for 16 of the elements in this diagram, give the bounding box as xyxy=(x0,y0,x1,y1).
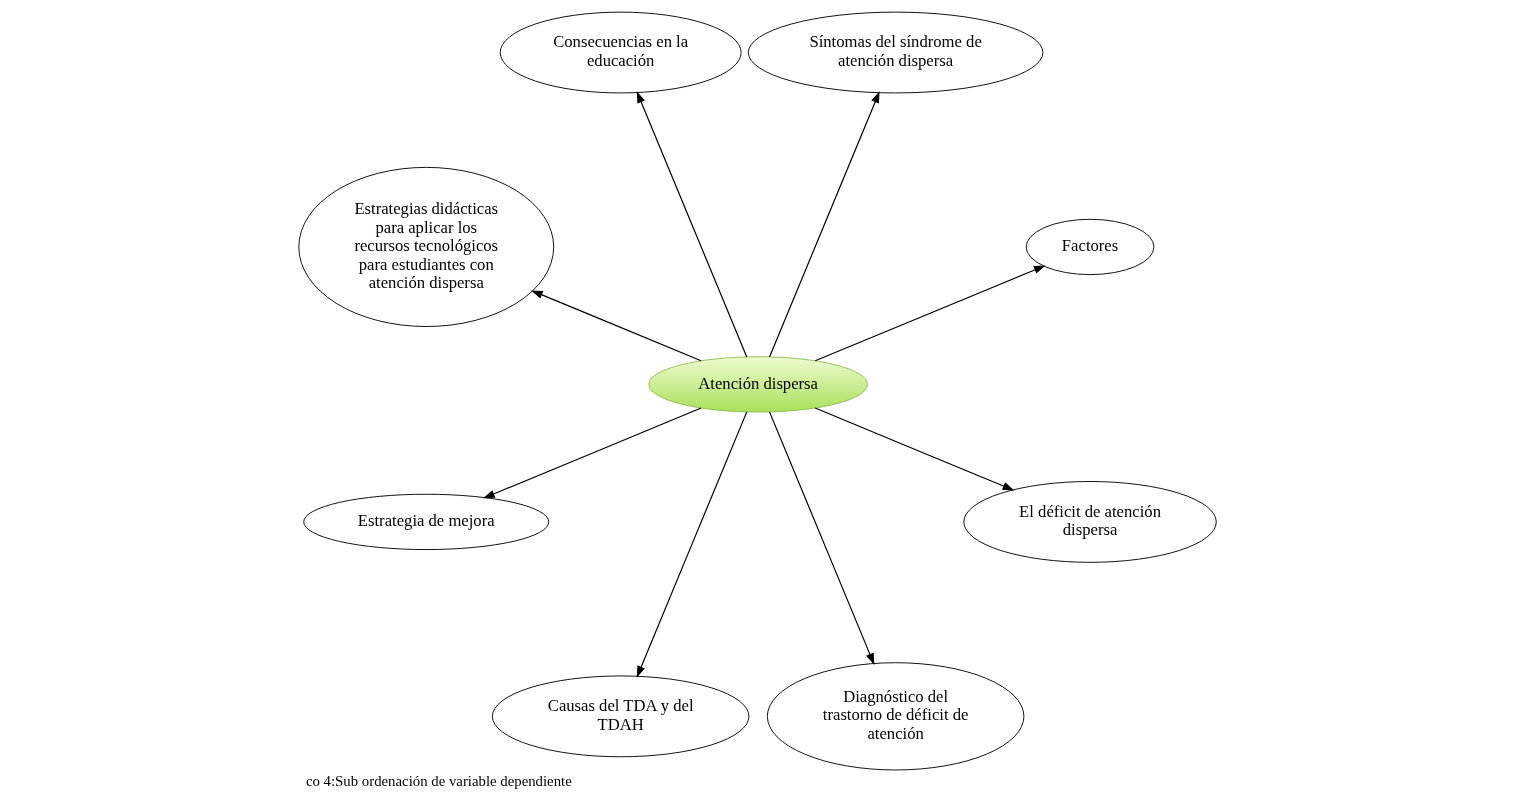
node-ellipse: Consecuencias en la educación xyxy=(499,11,742,94)
arrow xyxy=(636,91,747,358)
node-ellipse: Síntomas del síndrome de atención dispersa xyxy=(747,11,1043,94)
arrow xyxy=(814,407,1014,491)
arrow xyxy=(482,407,702,499)
node-ellipse: Causas del TDA y del TDAH xyxy=(491,675,749,758)
arrow xyxy=(768,411,874,665)
node-ellipse: Diagnóstico del trastorno de déficit de atención xyxy=(766,662,1024,771)
arrow xyxy=(636,411,747,678)
node-ellipse: Estrategias didácticas para aplicar los recursos tecnológicos para estudiantes con atención dispersa xyxy=(297,166,554,327)
arrow xyxy=(814,265,1046,362)
arrow xyxy=(530,290,702,362)
node-ellipse: Estrategia de mejora xyxy=(302,493,549,551)
arrow xyxy=(768,91,880,358)
node-ellipse: Atención dispersa xyxy=(647,356,868,413)
caption: co 4:Sub ordenación de variable dependiente xyxy=(305,772,572,789)
